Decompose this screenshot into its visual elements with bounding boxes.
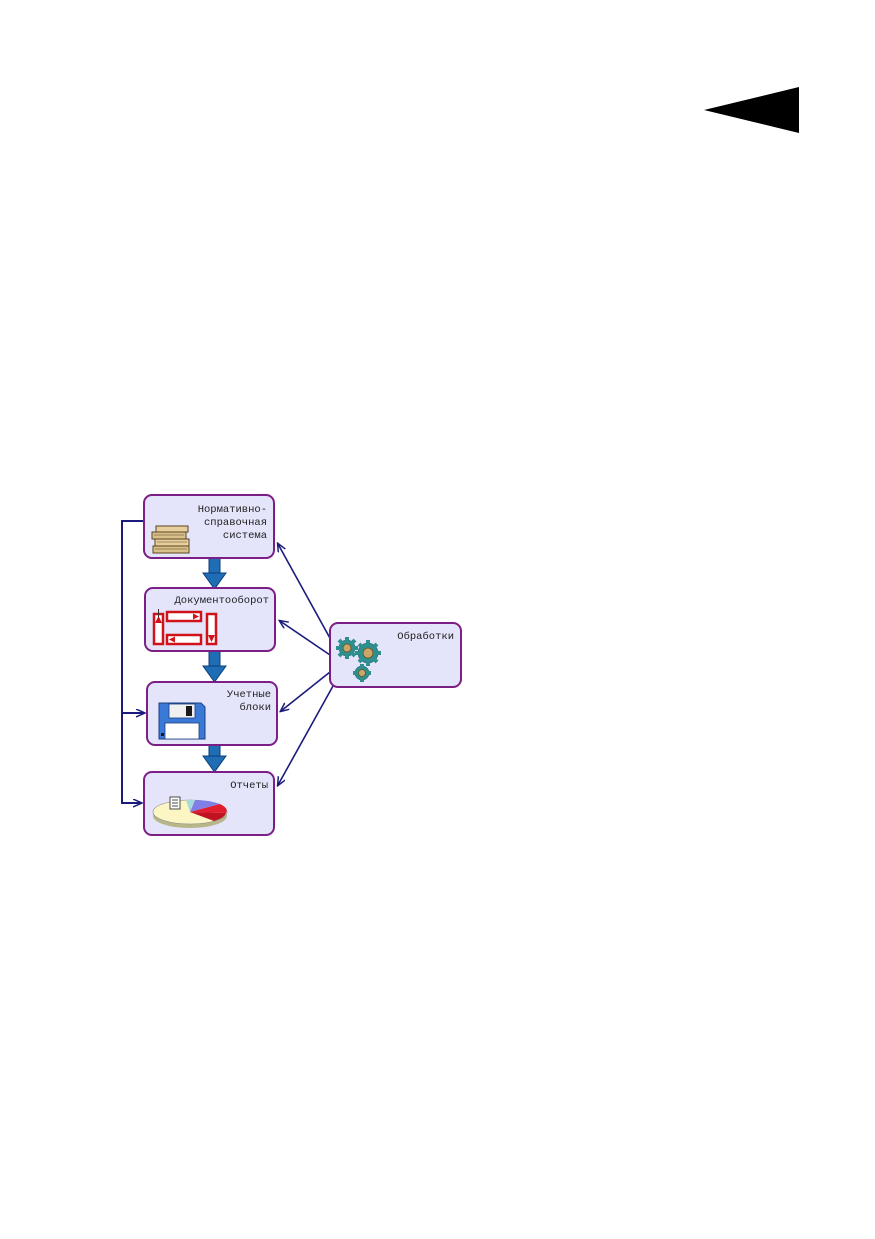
edge-obr-nsi	[278, 544, 332, 641]
gears-icon	[336, 637, 381, 682]
node-obr[interactable]: Обработки	[329, 622, 462, 688]
edge-doc-uch	[202, 649, 227, 683]
edge-nsi-bracket	[121, 520, 143, 803]
floppy-disk-icon	[158, 702, 206, 740]
node-uch[interactable]: Учетные блоки	[146, 681, 278, 746]
document-stack-icon	[151, 525, 190, 554]
edge-bracket	[121, 520, 144, 803]
edge-nsi-doc	[202, 556, 227, 590]
node-otch[interactable]: Отчеты	[143, 771, 275, 836]
edge-obr-uch	[281, 671, 331, 711]
node-nsi[interactable]: Нормативно- справочная система	[143, 494, 275, 559]
node-obr-label: Обработки	[397, 631, 454, 643]
node-nsi-label: Нормативно- справочная система	[197, 504, 267, 542]
edge-obr-otch	[278, 685, 334, 785]
node-otch-label: Отчеты	[230, 780, 268, 792]
edges-from-obr	[278, 544, 334, 785]
edge-obr-doc	[280, 621, 331, 656]
flow-arrows-icon	[152, 609, 218, 646]
back-triangle-icon[interactable]	[704, 87, 799, 133]
node-doc[interactable]: Документооборот	[144, 587, 276, 652]
node-doc-label: Документооборот	[174, 595, 269, 607]
pie-chart-icon	[152, 796, 228, 828]
node-uch-label: Учетные блоки	[226, 689, 271, 714]
